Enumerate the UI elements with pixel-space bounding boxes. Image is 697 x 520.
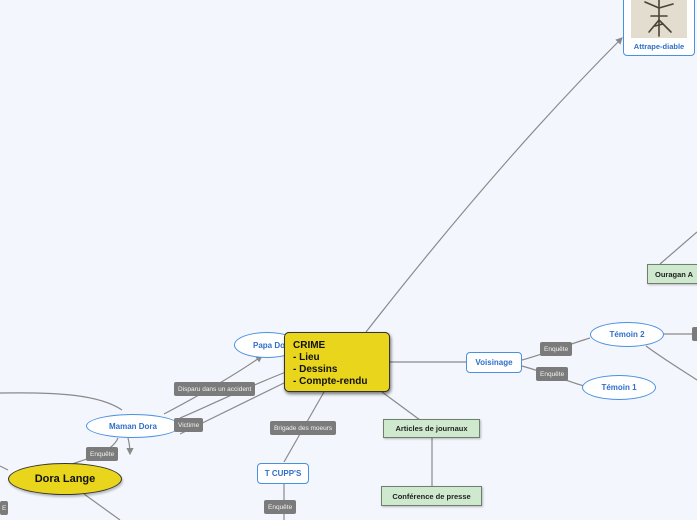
label-brigade: Brigade des moeurs	[270, 421, 337, 435]
label-victime: Victime	[174, 418, 204, 432]
label-enquete-voisinage-2: Enquête	[536, 367, 569, 381]
edge-dora-down	[83, 493, 121, 520]
node-maman-dora[interactable]: Maman Dora	[86, 414, 180, 438]
label-edge-left: E	[0, 501, 9, 515]
label-enquete-tcupps-text: Enquête	[268, 503, 293, 511]
edge-dora-left	[0, 465, 9, 471]
node-ouragan[interactable]: Ouragan A	[647, 264, 697, 284]
central-line-2-overlay: - Lieu	[293, 352, 320, 363]
node-attrape-diable[interactable]: Attrape-diable	[623, 0, 695, 56]
label-disparu-text: Disparu dans un accident	[178, 385, 252, 393]
node-articles-label: Articles de journaux	[395, 424, 468, 433]
central-line-1-overlay: CRIME	[293, 340, 326, 351]
edge-crime-attrape	[365, 37, 623, 333]
edge-crime-maman	[179, 371, 287, 419]
edge-temoin2-down	[645, 345, 697, 381]
central-line-3-overlay: - Dessins	[293, 364, 338, 375]
attrape-diable-image	[631, 0, 687, 38]
node-maman-dora-label: Maman Dora	[108, 421, 157, 431]
edge-ouragan	[659, 231, 697, 265]
node-t-cupps-label: T CUPP'S	[264, 469, 302, 478]
node-temoin-1-label: Témoin 1	[601, 383, 637, 392]
edge-top-left	[0, 392, 123, 411]
label-brigade-text: Brigade des moeurs	[274, 424, 333, 432]
node-conference-label: Conférence de presse	[392, 491, 471, 501]
label-edge-left-text: E	[2, 504, 7, 512]
node-temoin-2[interactable]: Témoin 2	[590, 322, 664, 347]
label-enquete-voisinage-2-text: Enquête	[540, 370, 565, 378]
node-papa-dora-label: Papa Do	[253, 340, 286, 350]
node-voisinage-label: Voisinage	[475, 358, 513, 367]
label-disparu: Disparu dans un accident	[174, 382, 256, 396]
node-ouragan-label: Ouragan A	[655, 269, 694, 279]
edge-arrow-maman	[126, 437, 134, 456]
node-articles-journaux[interactable]: Articles de journaux	[383, 419, 480, 438]
central-line-4-overlay: - Compte-rendu	[293, 376, 368, 387]
node-voisinage[interactable]: Voisinage	[466, 352, 522, 373]
label-right-stub	[692, 327, 697, 341]
node-temoin-2-label: Témoin 2	[609, 330, 645, 339]
node-t-cupps[interactable]: T CUPP'S	[257, 463, 309, 484]
edge-crime-articles	[381, 391, 421, 421]
label-enquete-maman-text: Enquête	[90, 450, 115, 458]
node-conference-presse[interactable]: Conférence de presse	[381, 486, 482, 506]
node-dora-lange[interactable]: Dora Lange	[8, 463, 122, 495]
label-enquete-tcupps: Enquête	[264, 500, 297, 514]
twig-figure-icon	[631, 0, 687, 38]
label-victime-text: Victime	[178, 421, 200, 429]
label-enquete-maman: Enquête	[86, 447, 119, 461]
label-enquete-voisinage-1: Enquête	[540, 342, 573, 356]
node-dora-lange-label: Dora Lange	[34, 473, 96, 485]
node-attrape-diable-label: Attrape-diable	[633, 42, 685, 51]
central-node-overlay: CRIME - Lieu - Dessins - Compte-rendu	[284, 332, 390, 392]
node-temoin-1[interactable]: Témoin 1	[582, 375, 656, 400]
label-enquete-voisinage-1-text: Enquête	[544, 345, 569, 353]
